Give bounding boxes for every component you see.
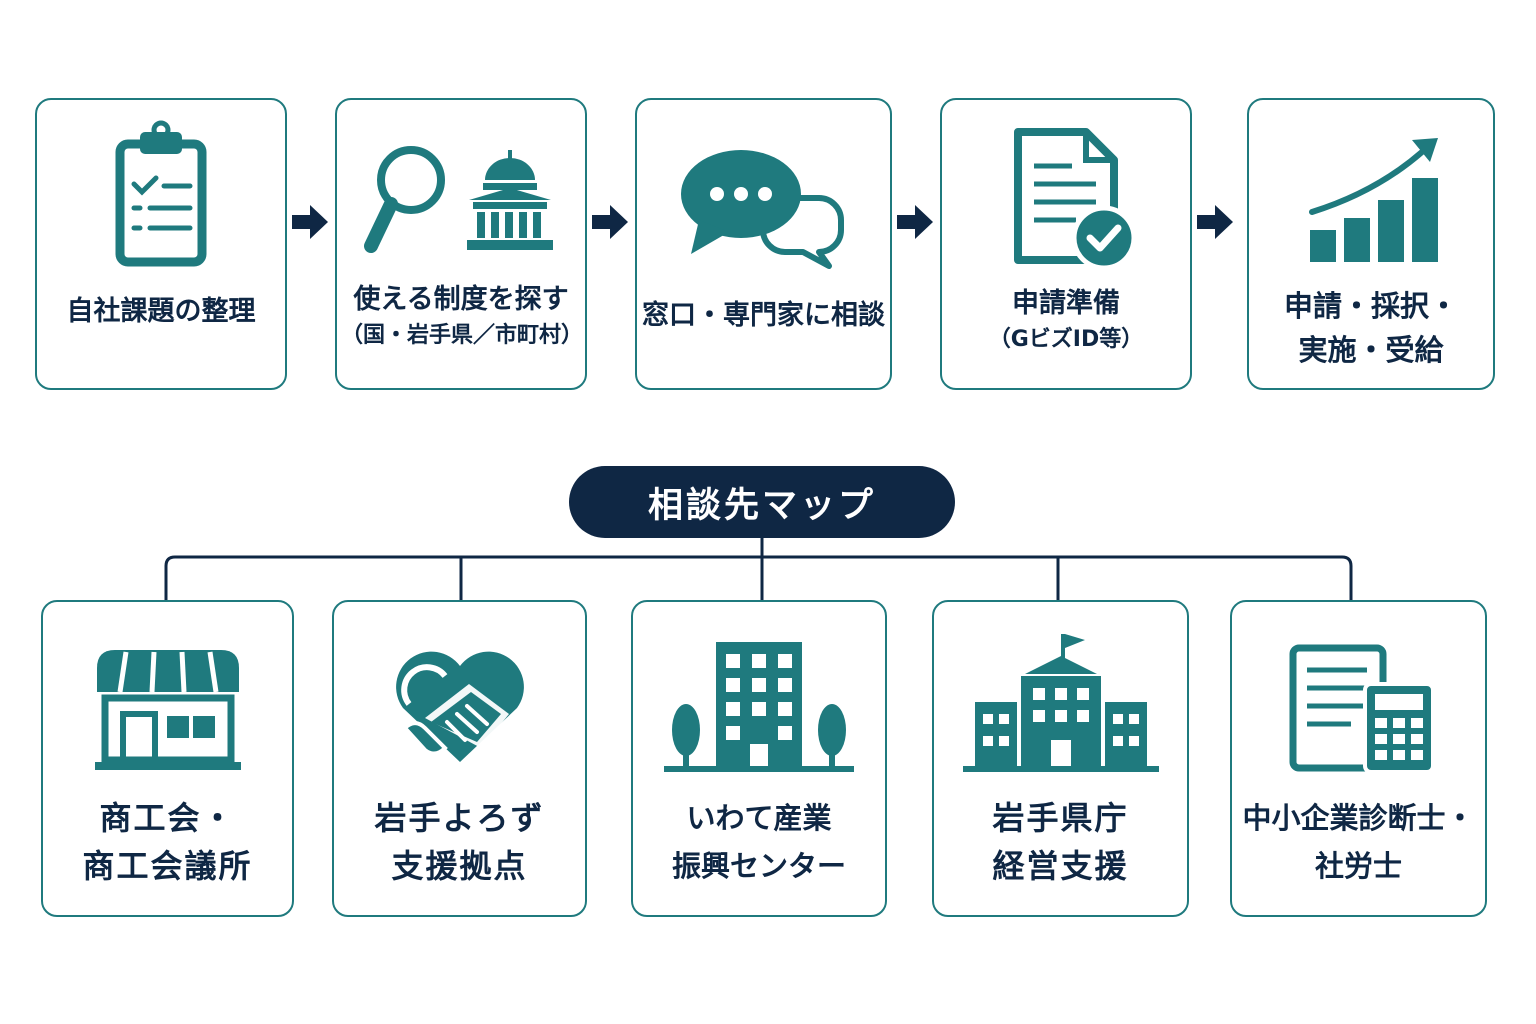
step-card-find-program: 使える制度を探す （国・岩手県／市町村）: [335, 98, 587, 390]
consult-label-5: 中小企業診断士・: [1242, 801, 1475, 835]
step-label-2: 使える制度を探す: [353, 284, 569, 315]
consult-label-4: 岩手県庁: [992, 799, 1129, 837]
arrow-right-icon: [897, 205, 933, 239]
speech-bubbles-icon: [680, 150, 844, 269]
consult-card-consultants: 中小企業診断士・ 社労士: [1230, 600, 1487, 917]
consult-sublabel-4: 経営支援: [992, 847, 1129, 885]
step-card-prepare: 申請準備 （GビズID等）: [940, 98, 1192, 390]
consult-card-yorozu: 岩手よろず 支援拠点: [332, 600, 587, 917]
consult-sublabel-3: 振興センター: [671, 849, 846, 883]
consult-card-prefecture: 岩手県庁 経営支援: [932, 600, 1189, 917]
step-label-3: 窓口・専門家に相談: [642, 300, 885, 331]
consult-label-1: 商工会・: [99, 799, 236, 837]
growth-chart-icon: [1309, 138, 1438, 262]
arrow-right-icon: [1197, 205, 1233, 239]
office-building-icon: [664, 642, 854, 772]
step-card-issue-organize: 自社課題の整理: [35, 98, 287, 390]
step-sublabel-2: （国・岩手県／市町村）: [341, 323, 584, 348]
consult-sublabel-5: 社労士: [1314, 849, 1402, 883]
clipboard-checklist-icon: [115, 120, 207, 267]
step-sublabel-5: 実施・受給: [1298, 333, 1444, 367]
step-sublabel-4: （GビズID等）: [988, 327, 1144, 352]
consultation-map-title: 相談先マップ: [569, 466, 955, 538]
step-card-apply: 申請・採択・ 実施・受給: [1247, 98, 1495, 390]
arrow-right-icon: [292, 205, 328, 239]
step-label-4: 申請準備: [1012, 288, 1120, 319]
consult-card-iwate-industry: いわて産業 振興センター: [631, 600, 887, 917]
heart-handshake-icon: [395, 651, 524, 762]
map-connector-lines: [164, 538, 1353, 600]
consult-label-2: 岩手よろず: [374, 799, 545, 837]
consult-label-3: いわて産業: [686, 801, 832, 835]
arrow-right-icon: [592, 205, 628, 239]
consult-sublabel-2: 支援拠点: [391, 847, 528, 885]
document-calculator-icon: [1289, 644, 1435, 774]
government-building-icon: [962, 634, 1159, 772]
consult-card-chamber: 商工会・ 商工会議所: [41, 600, 294, 917]
step-label-1: 自社課題の整理: [66, 296, 256, 327]
consult-sublabel-1: 商工会議所: [82, 847, 253, 885]
document-check-icon: [1014, 128, 1136, 266]
step-card-consult: 窓口・専門家に相談: [635, 98, 892, 390]
storefront-icon: [94, 650, 241, 770]
magnifier-government-icon: [364, 146, 553, 253]
step-label-5: 申請・採択・: [1283, 289, 1458, 323]
